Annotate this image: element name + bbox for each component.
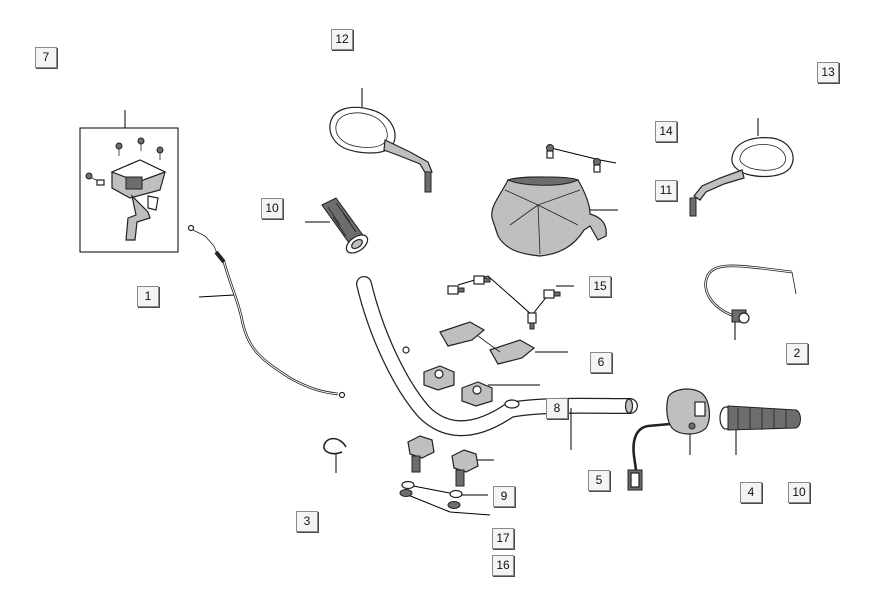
callout-3: 3 [296, 511, 318, 532]
callout-2: 2 [786, 343, 808, 364]
callout-1: 1 [137, 286, 159, 307]
callout-13: 13 [817, 62, 839, 83]
callout-5: 5 [588, 470, 610, 491]
part-9-17-16-washers [399, 480, 491, 516]
part-14-screws [546, 144, 617, 173]
callout-8: 8 [546, 398, 568, 419]
callout-12: 12 [331, 29, 353, 50]
callout-9: 9 [493, 486, 515, 507]
callout-14: 14 [655, 121, 677, 142]
callout-17: 17 [492, 528, 514, 549]
part-13-right-mirror [689, 118, 794, 217]
part-15-bolts [447, 275, 574, 330]
part-2-speedo-cable [704, 264, 797, 340]
callout-7: 7 [35, 47, 57, 68]
callout-11: 11 [655, 180, 677, 201]
lower-clamp-risers [407, 435, 494, 487]
callout-4: 4 [740, 482, 762, 503]
part-1-throttle-cable [187, 224, 346, 399]
part-7-throttle-assembly [79, 110, 179, 253]
part-11-handlebar-cover [491, 176, 618, 257]
callout-6: 6 [590, 352, 612, 373]
callout-10-lower: 10 [788, 482, 810, 503]
part-12-left-mirror [329, 88, 433, 193]
callout-10-upper: 10 [261, 198, 283, 219]
part-5-right-switch [627, 388, 710, 491]
part-3-clip [323, 437, 347, 473]
part-6-clamp-plates [439, 321, 568, 365]
upper-clamp-blocks [423, 365, 540, 407]
part-4-right-grip [719, 405, 801, 455]
part-10-left-grip [305, 197, 369, 254]
callout-15: 15 [589, 276, 611, 297]
callout-16: 16 [492, 555, 514, 576]
